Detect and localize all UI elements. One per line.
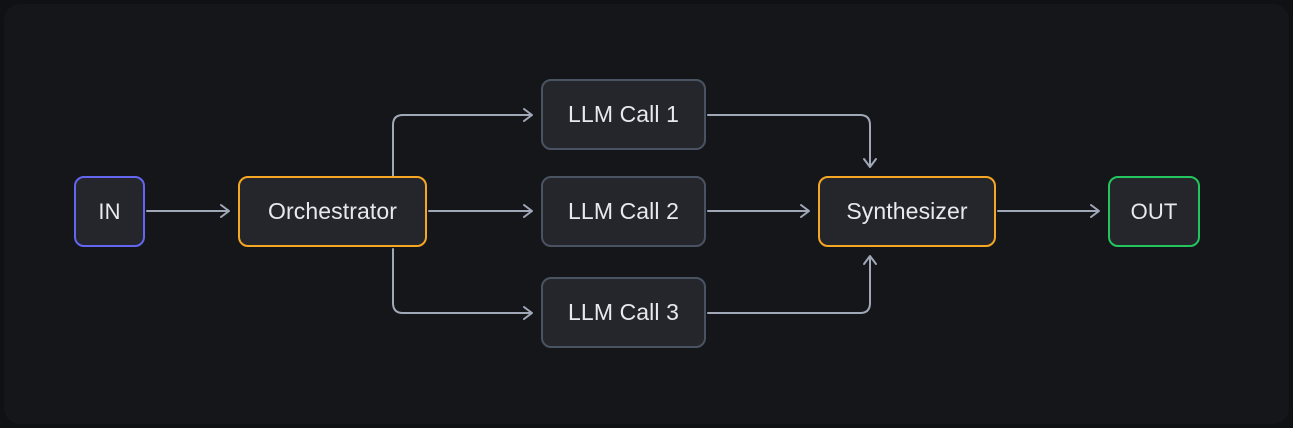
node-in-label: IN bbox=[98, 198, 121, 224]
node-orchestrator-label: Orchestrator bbox=[267, 198, 397, 224]
node-llm-call-2[interactable]: LLM Call 2 bbox=[541, 176, 706, 247]
node-llm-call-1[interactable]: LLM Call 1 bbox=[541, 79, 706, 150]
node-in[interactable]: IN bbox=[74, 176, 145, 247]
node-orchestrator[interactable]: Orchestrator bbox=[238, 176, 427, 247]
node-synthesizer-label: Synthesizer bbox=[846, 198, 968, 224]
node-llm-call-3-label: LLM Call 3 bbox=[568, 299, 679, 325]
node-llm-call-3[interactable]: LLM Call 3 bbox=[541, 277, 706, 348]
node-out[interactable]: OUT bbox=[1108, 176, 1200, 247]
node-synthesizer[interactable]: Synthesizer bbox=[818, 176, 996, 247]
node-llm-call-1-label: LLM Call 1 bbox=[568, 101, 679, 127]
node-llm-call-2-label: LLM Call 2 bbox=[568, 198, 679, 224]
node-out-label: OUT bbox=[1130, 198, 1178, 224]
